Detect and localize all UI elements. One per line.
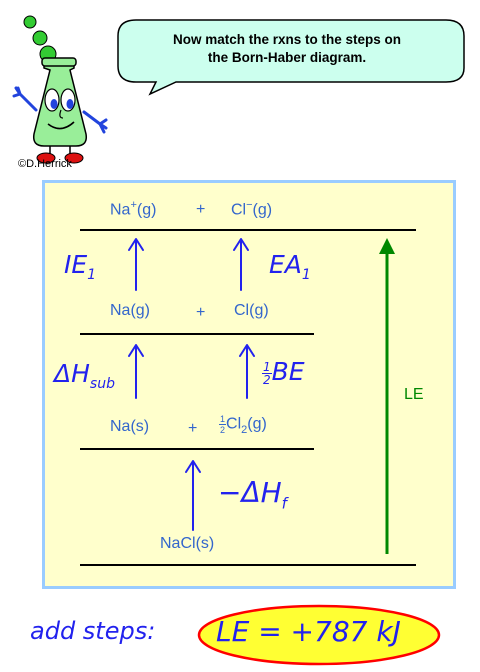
energy-level-2 <box>80 448 314 450</box>
dh-sub-text: ΔH <box>54 359 90 388</box>
speech-bubble-icon <box>117 19 465 96</box>
add-steps-text: add steps: <box>30 617 156 645</box>
dhf-text: −ΔH <box>218 476 282 509</box>
author-credit: ©D.Herrick <box>18 158 72 170</box>
na-charge: + <box>130 199 137 211</box>
cl2-subscript: 2 <box>241 423 248 436</box>
be-denominator: 2 <box>263 372 271 387</box>
step-label-ea: EA1 <box>269 250 311 283</box>
cl2-symbol: Cl <box>226 415 242 433</box>
step-label-ie: IE1 <box>64 250 96 283</box>
species-na-solid: Na(s) <box>110 418 150 435</box>
energy-level-top <box>80 229 416 231</box>
lattice-energy-label: LE <box>404 386 424 403</box>
ie-text: IE <box>64 250 88 279</box>
ea-subscript: 1 <box>301 267 311 283</box>
bubble-line-1: Now match the rxns to the steps on <box>172 32 402 47</box>
dh-sub-subscript: sub <box>89 376 115 392</box>
bubble-line-2: the Born-Haber diagram. <box>207 50 367 65</box>
plus-sign-level3: + <box>196 304 206 321</box>
cl-charge: − <box>246 199 253 211</box>
ie-subscript: 1 <box>87 267 97 283</box>
na-symbol: Na <box>110 201 131 219</box>
na-state: (g) <box>136 201 157 219</box>
species-cl-gas: Cl(g) <box>234 302 269 319</box>
plus-sign-level2: + <box>188 420 198 437</box>
be-text: BE <box>271 357 305 386</box>
be-numerator: 1 <box>262 359 272 374</box>
species-na-ion: Na+(g) <box>110 199 156 219</box>
cl-symbol: Cl <box>231 201 247 219</box>
energy-level-bottom <box>80 564 416 566</box>
species-cl-ion: Cl−(g) <box>231 199 272 219</box>
speech-bubble-text: Now match the rxns to the steps on the B… <box>114 31 460 67</box>
result-highlight-ellipse-icon <box>197 604 441 666</box>
energy-level-3 <box>80 333 314 335</box>
coef-denominator: 2 <box>220 425 226 435</box>
ea-text: EA <box>269 250 302 279</box>
flask-mascot-icon <box>12 15 108 164</box>
species-na-gas: Na(g) <box>110 302 151 319</box>
dhf-subscript: f <box>281 494 287 513</box>
lattice-energy-result: LE = +787 kJ <box>216 615 401 648</box>
step-label-dh-formation: −ΔHf <box>218 476 287 513</box>
cl2-state: (g) <box>247 415 267 433</box>
step-label-dh-sub: ΔHsub <box>54 359 115 392</box>
cl-state: (g) <box>252 201 273 219</box>
plus-sign-top: + <box>196 201 206 218</box>
coef-numerator: 1 <box>219 414 227 425</box>
species-nacl-solid: NaCl(s) <box>160 535 215 552</box>
